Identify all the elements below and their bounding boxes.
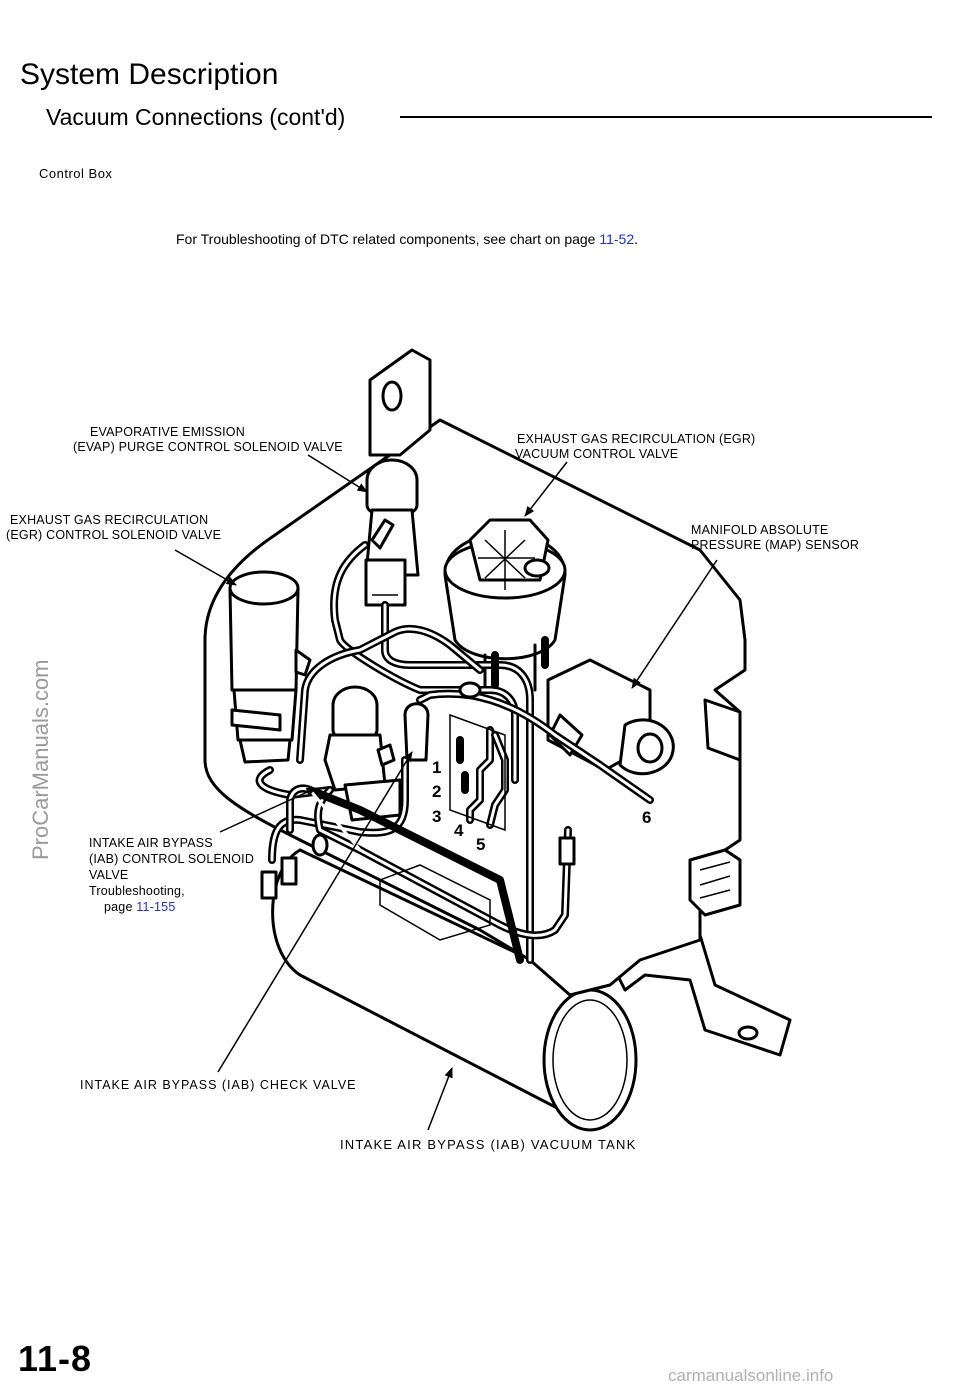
label-evap-line2: (EVAP) PURGE CONTROL SOLENOID VALVE <box>73 440 343 454</box>
label-iab-solenoid-line5: page 11-155 <box>104 900 175 914</box>
hose-number-4: 4 <box>454 821 464 840</box>
page-title: System Description <box>20 58 279 91</box>
label-iab-solenoid-line4: Troubleshooting, <box>89 884 185 898</box>
label-iab-solenoid-line3: VALVE <box>89 868 129 882</box>
leader-lines <box>174 454 718 1131</box>
hose-number-labels: 1 2 3 4 5 6 <box>432 758 651 854</box>
label-map-line2: PRESSURE (MAP) SENSOR <box>691 538 860 552</box>
header-rule <box>400 116 932 118</box>
hose-number-2: 2 <box>432 782 441 801</box>
note-page-link[interactable]: 11-52 <box>599 231 635 247</box>
vacuum-hoses <box>255 541 654 964</box>
hose-number-5: 5 <box>476 835 485 854</box>
hose-number-6: 6 <box>642 808 651 827</box>
page-number: 11-8 <box>18 1338 93 1379</box>
label-map-line1: MANIFOLD ABSOLUTE <box>691 523 829 537</box>
egr-vacuum-control-valve <box>443 518 567 692</box>
hose-number-1: 1 <box>432 758 441 777</box>
evap-purge-solenoid <box>364 458 420 607</box>
egr-control-solenoid <box>228 570 312 764</box>
note-text: For Troubleshooting of DTC related compo… <box>176 231 600 247</box>
diagram-caption: Control Box <box>39 166 113 181</box>
iab-check-valve <box>403 702 430 762</box>
iab-vacuum-tank <box>271 848 638 1132</box>
section-subtitle: Vacuum Connections (cont'd) <box>46 104 346 130</box>
label-evap-line1: EVAPORATIVE EMISSION <box>90 425 245 439</box>
hose-number-3: 3 <box>432 807 441 826</box>
label-egr-solenoid-line1: EXHAUST GAS RECIRCULATION <box>10 513 209 527</box>
watermark-right: carmanualsonline.info <box>668 1366 834 1385</box>
map-sensor <box>546 658 675 776</box>
hose-fittings <box>260 681 576 900</box>
watermark-left: ProCarManuals.com <box>28 659 53 860</box>
label-iab-solenoid-line2: (IAB) CONTROL SOLENOID <box>89 852 255 866</box>
note-end: . <box>634 231 639 247</box>
label-iab-solenoid-line1: INTAKE AIR BYPASS <box>89 836 213 850</box>
troubleshooting-note: For Troubleshooting of DTC related compo… <box>176 231 638 247</box>
label-egr-vacuum-line2: VACUUM CONTROL VALVE <box>515 447 679 461</box>
iab-control-solenoid <box>323 685 402 822</box>
label-iab-vacuum-tank: INTAKE AIR BYPASS (IAB) VACUUM TANK <box>340 1137 637 1152</box>
label-iab-check-valve: INTAKE AIR BYPASS (IAB) CHECK VALVE <box>80 1078 357 1092</box>
iab-page-prefix: page <box>104 900 137 914</box>
iab-page-link[interactable]: 11-155 <box>136 900 176 914</box>
label-egr-solenoid-line2: (EGR) CONTROL SOLENOID VALVE <box>6 528 222 542</box>
label-egr-vacuum-line1: EXHAUST GAS RECIRCULATION (EGR) <box>517 432 756 446</box>
